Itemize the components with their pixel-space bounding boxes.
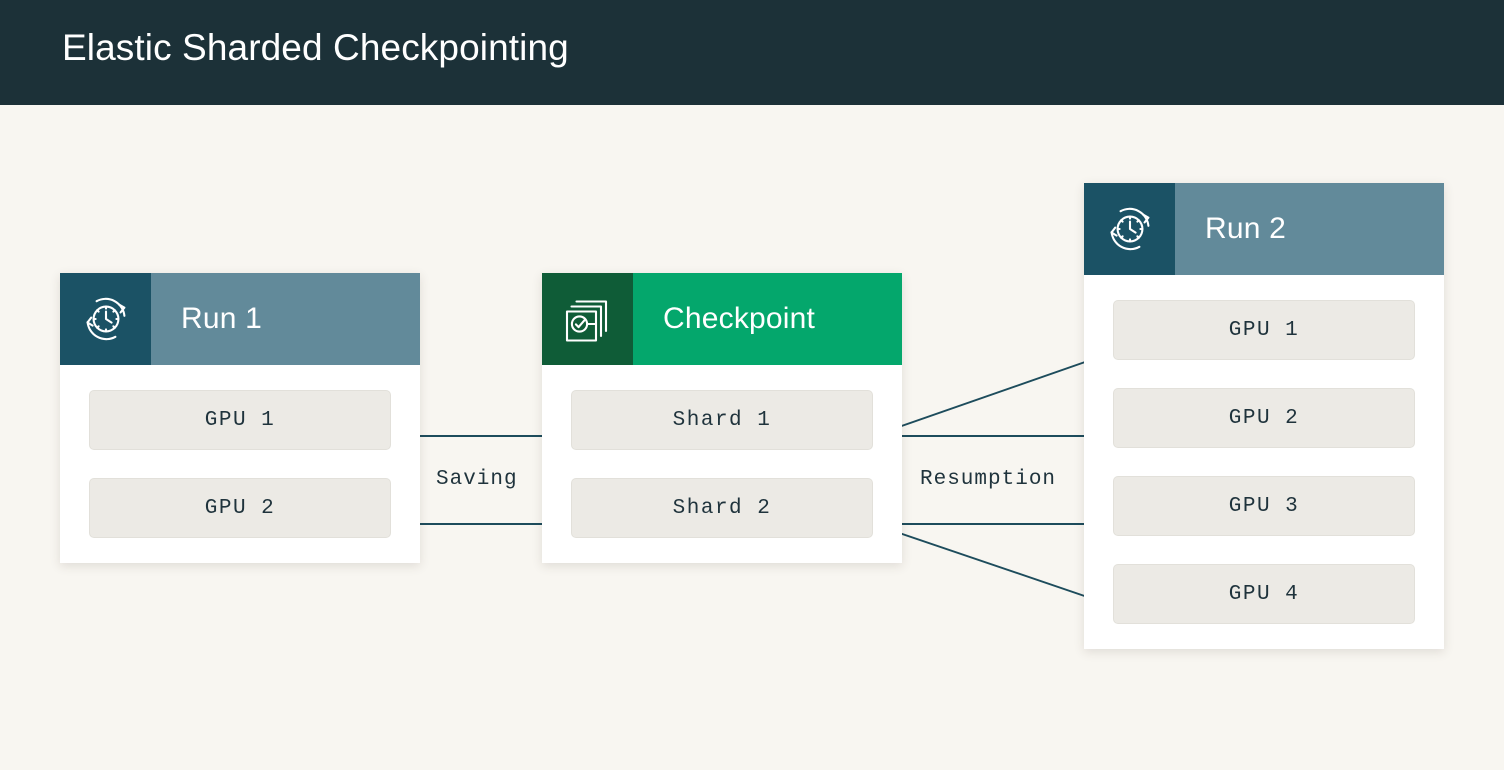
- chip-run1-gpu-1[interactable]: GPU 1: [89, 390, 391, 450]
- card-run2: Run 2 GPU 1 GPU 2 GPU 3 GPU 4: [1084, 183, 1444, 649]
- arrow-shard2-gpu4: [872, 523, 1108, 604]
- chip-run1-gpu-2[interactable]: GPU 2: [89, 478, 391, 538]
- clock-refresh-icon: [60, 273, 151, 365]
- card-run1-header: Run 1: [60, 273, 420, 365]
- chip-run2-gpu-1[interactable]: GPU 1: [1113, 300, 1415, 360]
- card-checkpoint: Checkpoint Shard 1 Shard 2: [542, 273, 902, 563]
- clock-refresh-icon: [1084, 183, 1175, 275]
- card-run2-title-band: Run 2: [1175, 183, 1444, 275]
- chip-run2-gpu-2[interactable]: GPU 2: [1113, 388, 1415, 448]
- card-run1-body: GPU 1 GPU 2: [60, 365, 420, 563]
- checkpoint-layers-check-icon: [542, 273, 633, 365]
- card-run2-body: GPU 1 GPU 2 GPU 3 GPU 4: [1084, 275, 1444, 649]
- chip-run2-gpu-4[interactable]: GPU 4: [1113, 564, 1415, 624]
- card-run2-header: Run 2: [1084, 183, 1444, 275]
- chip-checkpoint-shard-1[interactable]: Shard 1: [571, 390, 873, 450]
- card-run1-title-band: Run 1: [151, 273, 420, 365]
- card-run2-title: Run 2: [1205, 212, 1287, 245]
- card-run1: Run 1 GPU 1 GPU 2: [60, 273, 420, 563]
- card-checkpoint-title-band: Checkpoint: [633, 273, 902, 365]
- page-title: Elastic Sharded Checkpointing: [62, 27, 569, 68]
- flow-label-saving: Saving: [436, 468, 518, 491]
- card-checkpoint-title: Checkpoint: [663, 302, 816, 335]
- chip-run2-gpu-3[interactable]: GPU 3: [1113, 476, 1415, 536]
- chip-checkpoint-shard-2[interactable]: Shard 2: [571, 478, 873, 538]
- page-banner: Elastic Sharded Checkpointing: [0, 0, 1504, 105]
- card-checkpoint-body: Shard 1 Shard 2: [542, 365, 902, 563]
- card-checkpoint-header: Checkpoint: [542, 273, 902, 365]
- card-run1-title: Run 1: [181, 302, 263, 335]
- arrow-shard1-gpu1: [872, 354, 1108, 437]
- flow-label-resumption: Resumption: [920, 468, 1057, 491]
